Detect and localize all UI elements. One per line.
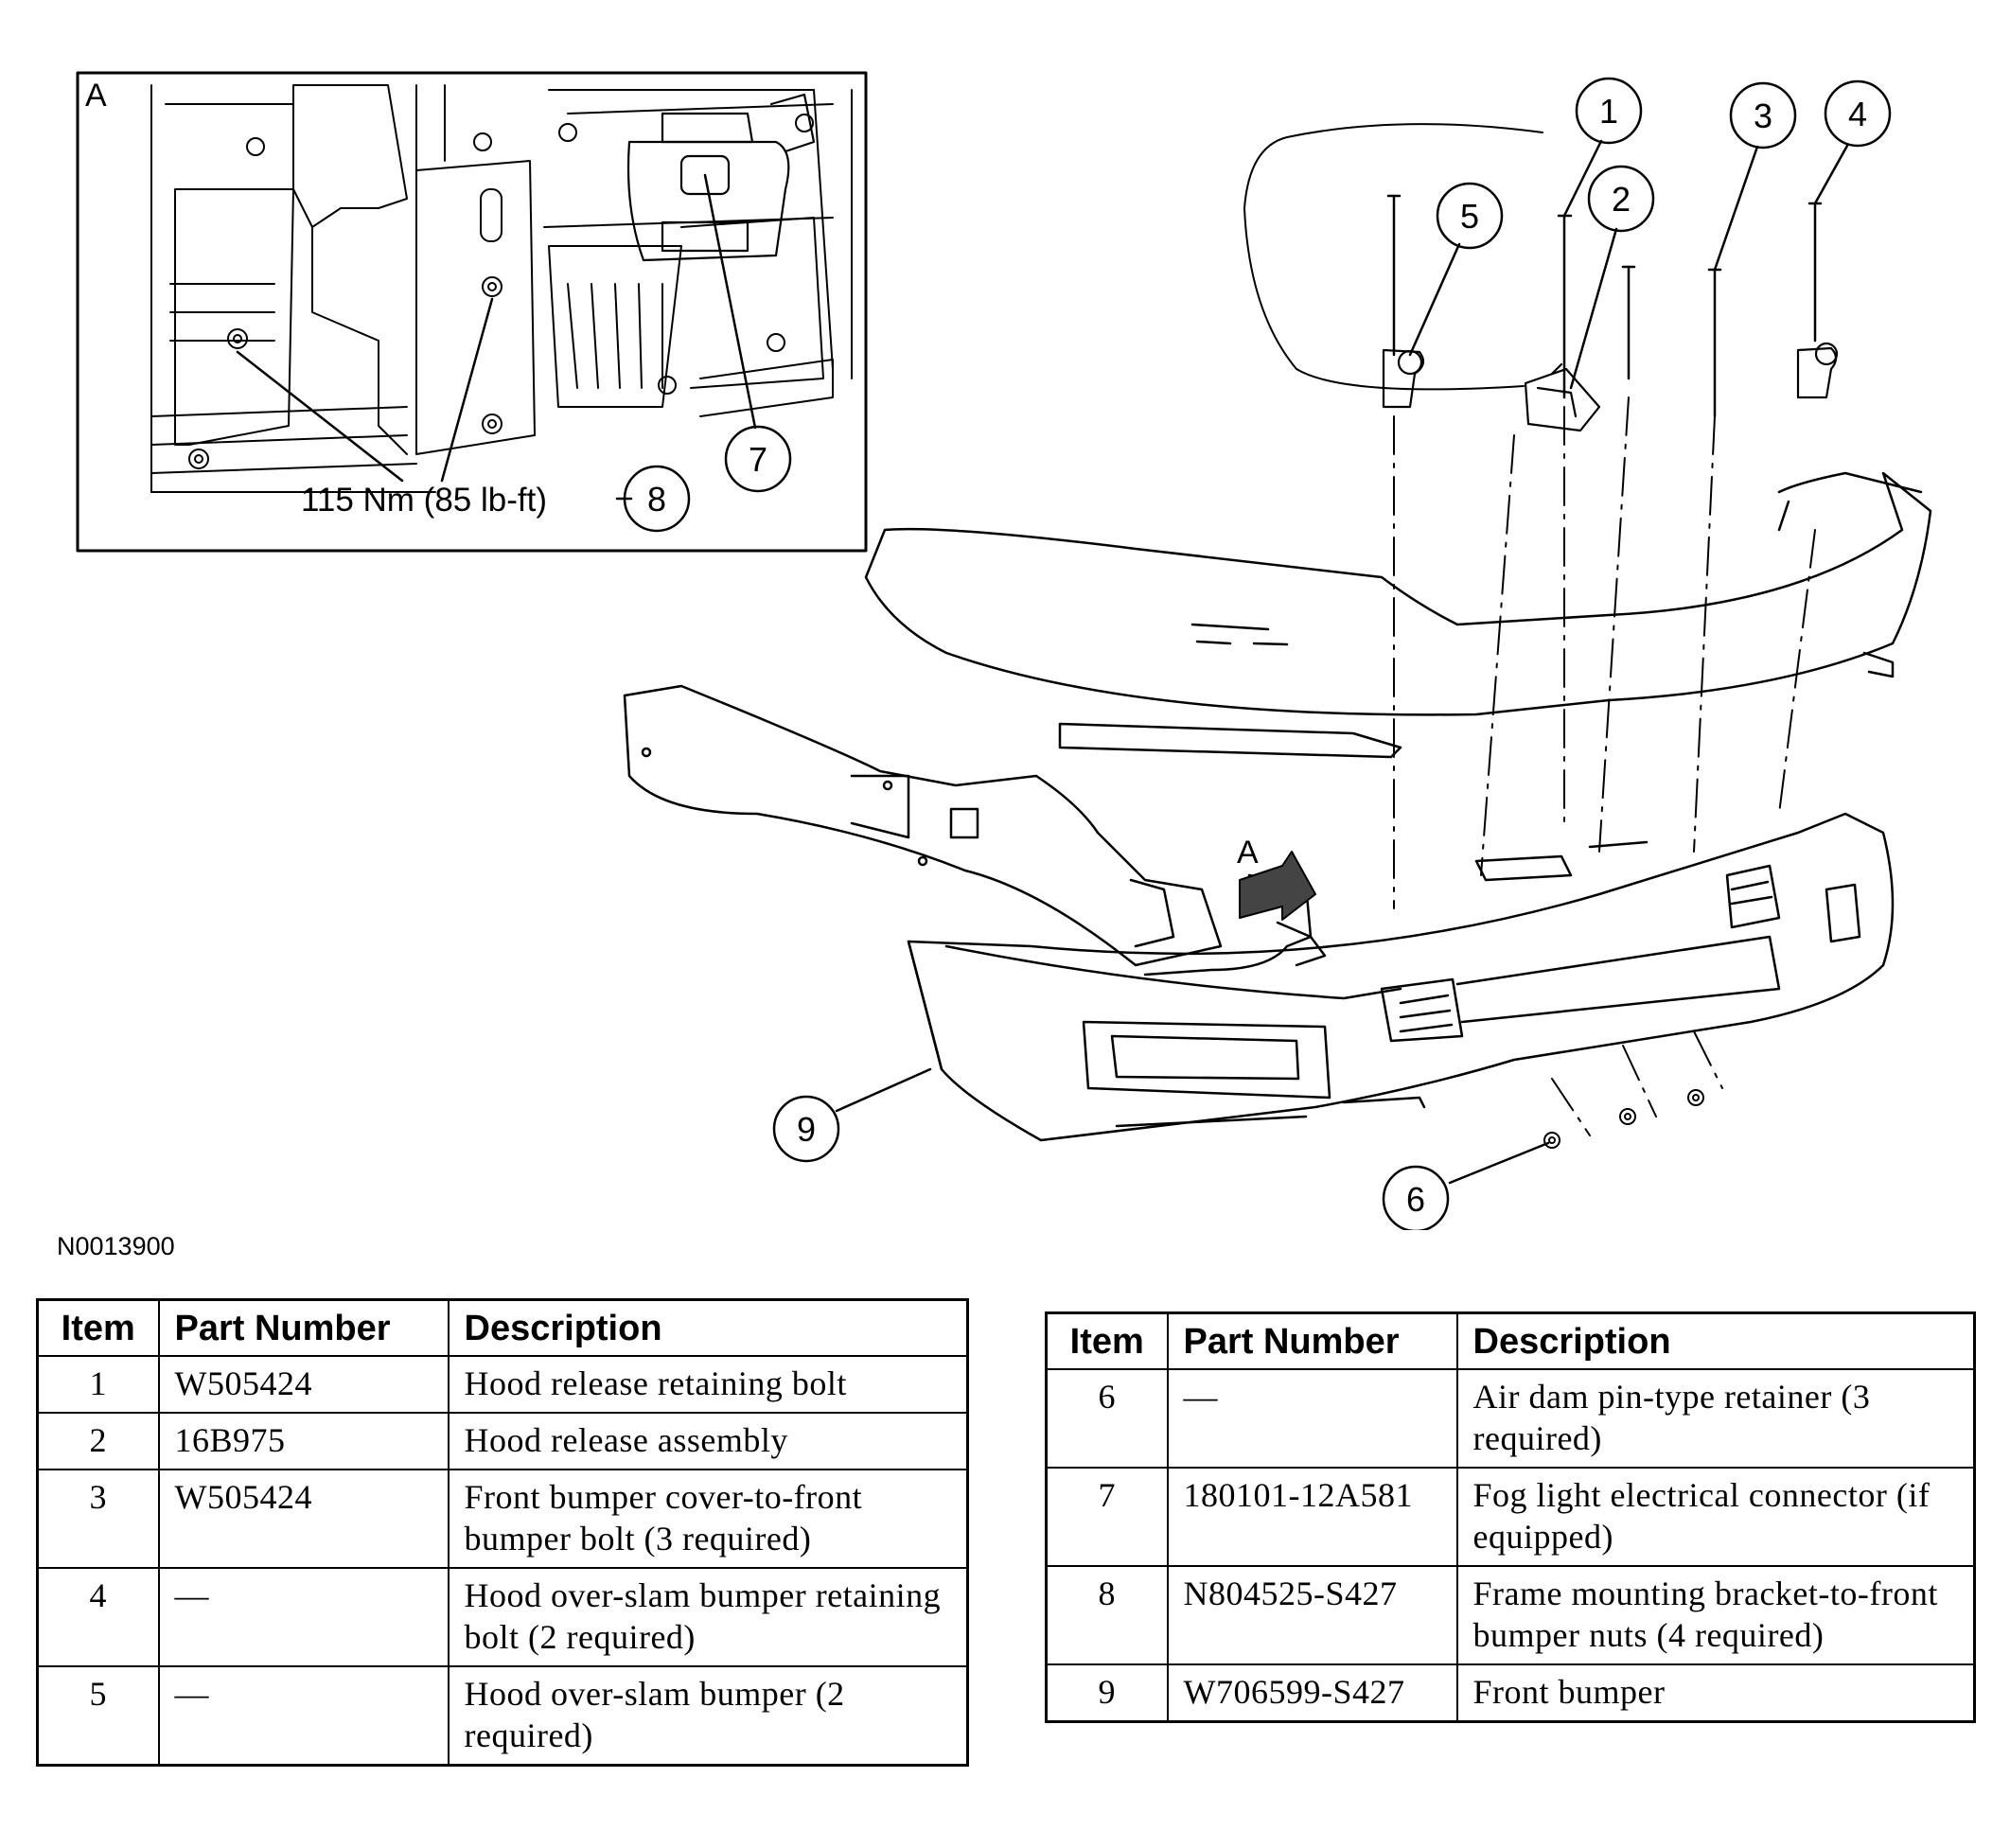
callout-9: 9 (772, 1095, 840, 1163)
inset-leaders (236, 173, 757, 501)
cell-item: 5 (36, 1665, 160, 1767)
cell-item: 3 (36, 1469, 160, 1569)
cell-description: Hood over-slam bumper (2 required) (447, 1665, 969, 1767)
front-bumper (907, 812, 1895, 1142)
view-arrow-a: A (1237, 835, 1316, 921)
cell-part-number: — (1166, 1368, 1458, 1469)
cell-description: Hood over-slam bumper retaining bolt (2 … (447, 1567, 969, 1667)
bracket-nuts (188, 114, 814, 469)
table-row: 1 W505424 Hood release retaining bolt (36, 1355, 969, 1414)
table-row: 8 N804525-S427 Frame mounting bracket-to… (1045, 1565, 1976, 1665)
callout-2: 2 (1587, 165, 1655, 233)
figure-code: N0013900 (57, 1232, 175, 1260)
svg-text:3: 3 (1754, 97, 1772, 135)
table-header-row: Item Part Number Description (1045, 1311, 1976, 1370)
svg-text:4: 4 (1848, 95, 1867, 133)
svg-text:5: 5 (1460, 197, 1479, 236)
parts-table-right: Item Part Number Description 6 — Air dam… (1045, 1311, 1976, 1723)
table-row: 3 W505424 Front bumper cover-to-front bu… (36, 1469, 969, 1569)
hood-over-slam-bumpers (1382, 342, 1839, 409)
cell-item: 1 (36, 1355, 160, 1414)
cell-description: Front bumper (1455, 1663, 1976, 1723)
callout-1: 1 (1575, 77, 1643, 145)
fastener-bolts (1386, 194, 1823, 418)
cell-description: Fog light electrical connector (if equip… (1455, 1467, 1976, 1567)
table-row: 5 — Hood over-slam bumper (2 required) (36, 1665, 969, 1767)
inset-frame-bracket (150, 84, 853, 493)
callout-8: 8 (623, 465, 691, 533)
table-row: 2 16B975 Hood release assembly (36, 1412, 969, 1470)
arrow-label: A (1237, 835, 1259, 871)
pin-retainers (1543, 1089, 1704, 1149)
hood-release-cable (1243, 123, 1543, 391)
cell-part-number: — (157, 1665, 450, 1767)
cell-description: Front bumper cover-to-front bumper bolt … (447, 1469, 969, 1569)
header-item: Item (36, 1298, 160, 1357)
callout-7: 7 (724, 425, 792, 493)
svg-text:2: 2 (1612, 180, 1631, 219)
hood-release-assembly (1524, 362, 1601, 432)
cell-item: 7 (1045, 1467, 1169, 1567)
callout-5: 5 (1436, 182, 1504, 250)
header-part-number: Part Number (1166, 1311, 1458, 1370)
cell-item: 4 (36, 1567, 160, 1667)
cell-part-number: — (157, 1567, 450, 1667)
inset-frame (76, 71, 868, 553)
cell-description: Air dam pin-type retainer (3 required) (1455, 1368, 1976, 1469)
svg-text:7: 7 (749, 440, 767, 479)
cell-part-number: N804525-S427 (1166, 1565, 1458, 1665)
cell-item: 8 (1045, 1565, 1169, 1665)
cell-part-number: 16B975 (157, 1412, 450, 1470)
table-row: 7 180101-12A581 Fog light electrical con… (1045, 1467, 1976, 1567)
cell-item: 9 (1045, 1663, 1169, 1723)
parts-table-left: Item Part Number Description 1 W505424 H… (36, 1298, 969, 1767)
svg-text:1: 1 (1599, 92, 1618, 131)
bumper-cover (864, 471, 1932, 759)
cell-part-number: W505424 (157, 1469, 450, 1569)
table-row: 6 — Air dam pin-type retainer (3 require… (1045, 1368, 1976, 1469)
table-row: 4 — Hood over-slam bumper retaining bolt… (36, 1567, 969, 1667)
cell-description: Hood release retaining bolt (447, 1355, 969, 1414)
cell-part-number: 180101-12A581 (1166, 1467, 1458, 1567)
cell-item: 6 (1045, 1368, 1169, 1469)
cell-description: Hood release assembly (447, 1412, 969, 1470)
header-part-number: Part Number (157, 1298, 450, 1357)
inset-label: A (85, 78, 107, 114)
table-header-row: Item Part Number Description (36, 1298, 969, 1357)
bumper-exploded-diagram: A (76, 71, 1932, 1230)
frame-rail (623, 684, 1223, 967)
header-item: Item (1045, 1311, 1169, 1370)
svg-text:8: 8 (647, 480, 666, 519)
cell-item: 2 (36, 1412, 160, 1470)
svg-text:6: 6 (1406, 1180, 1425, 1219)
callout-6: 6 (1382, 1165, 1450, 1230)
callout-4: 4 (1824, 79, 1892, 148)
main-leaders (835, 139, 1849, 1185)
cell-part-number: W706599-S427 (1166, 1663, 1458, 1723)
header-description: Description (1455, 1311, 1976, 1370)
cell-part-number: W505424 (157, 1355, 450, 1414)
table-row: 9 W706599-S427 Front bumper (1045, 1663, 1976, 1723)
alignment-lines (1393, 396, 1816, 1136)
fog-light-housing (626, 93, 816, 262)
detail-inset-a: A (76, 71, 868, 553)
header-description: Description (447, 1298, 969, 1357)
torque-spec: 115 Nm (85 lb-ft) (301, 482, 547, 519)
cell-description: Frame mounting bracket-to-front bumper n… (1455, 1565, 1976, 1665)
callout-3: 3 (1729, 81, 1797, 150)
svg-text:9: 9 (797, 1110, 816, 1149)
